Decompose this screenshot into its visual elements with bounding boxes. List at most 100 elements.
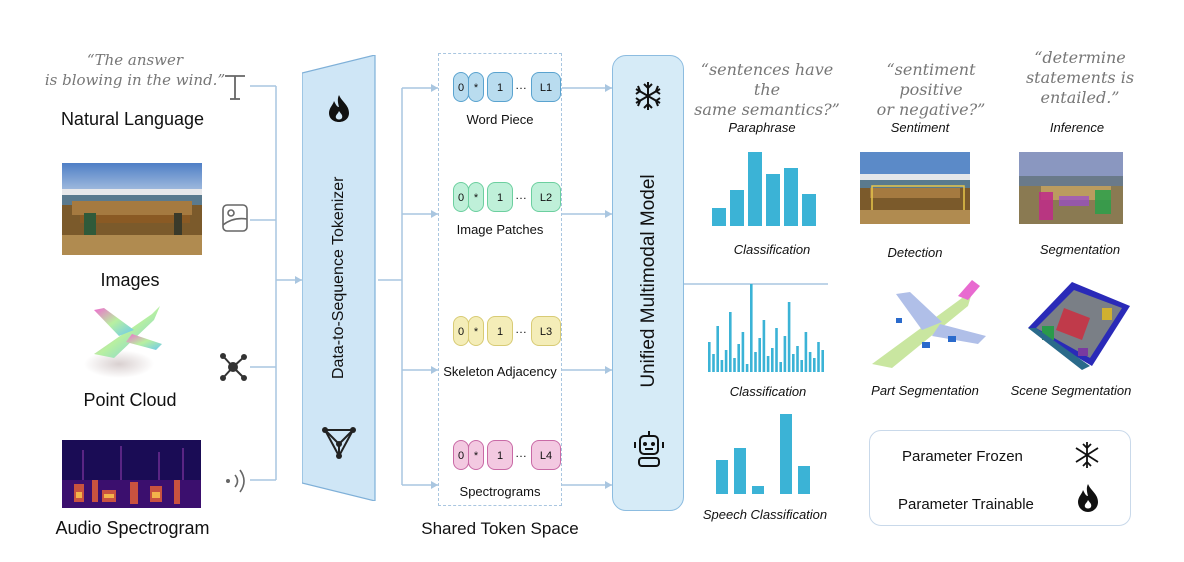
bar — [784, 168, 798, 226]
token-row-label: Word Piece — [466, 112, 534, 127]
bar — [745, 364, 749, 372]
bar — [813, 358, 816, 372]
bar — [724, 350, 728, 372]
inference-quote-line3: entailed.” — [1040, 88, 1120, 107]
bar — [802, 194, 816, 226]
token-last: L1 — [531, 72, 561, 102]
robot-icon — [633, 430, 665, 473]
sentiment-quote-line1: “sentiment positive — [886, 60, 976, 99]
paraphrase-quote-line1: “sentences have the — [700, 60, 834, 99]
bar — [780, 414, 792, 494]
flame-icon — [326, 93, 352, 128]
shared-token-space-title: Shared Token Space — [421, 519, 579, 538]
sentiment-label: Sentiment — [890, 120, 950, 135]
audio-wave-icon — [222, 467, 250, 500]
part-segmentation-label: Part Segmentation — [871, 383, 979, 398]
token-space-box — [438, 53, 562, 506]
bar — [771, 348, 774, 372]
token-first: 0 — [453, 182, 469, 212]
bar — [792, 354, 795, 372]
spectrogram-image — [62, 440, 201, 508]
point-cloud-label: Point Cloud — [83, 390, 177, 410]
paraphrase-bar-chart — [712, 152, 816, 226]
token-last: L2 — [531, 182, 561, 212]
snowflake-icon — [632, 80, 664, 117]
token-mid: 1 — [487, 72, 513, 102]
paraphrase-label: Paraphrase — [728, 120, 796, 135]
token-first: 0 — [453, 440, 469, 470]
speech-bar-chart — [716, 414, 810, 494]
token-row-label: Image Patches — [456, 222, 544, 237]
scene-segmentation-label: Scene Segmentation — [1010, 383, 1132, 398]
inference-label: Inference — [1049, 120, 1105, 135]
bar — [779, 362, 782, 372]
tokenizer-trapezoid — [302, 55, 376, 501]
token-star: * — [468, 440, 484, 470]
bar — [708, 342, 711, 372]
token-mid: 1 — [487, 182, 513, 212]
token-last: L3 — [531, 316, 561, 346]
language-quote: “The answer is blowing in the wind.” — [40, 50, 230, 90]
unified-model-box — [612, 55, 684, 511]
classification-label-1: Classification — [733, 242, 811, 257]
bar — [737, 344, 740, 372]
bar — [712, 208, 726, 226]
bar — [750, 284, 753, 372]
triangle-graph-icon — [321, 425, 357, 466]
token-mid: 1 — [487, 440, 513, 470]
bar — [783, 336, 787, 372]
bar — [766, 174, 780, 226]
point-cloud-bar-chart — [708, 284, 824, 372]
token-star: * — [468, 316, 484, 346]
bar — [758, 338, 761, 372]
image-icon — [221, 203, 249, 238]
paraphrase-quote-line2: same semantics?” — [694, 100, 840, 119]
airplane-point-cloud — [74, 296, 174, 382]
text-cursor-icon — [222, 72, 248, 107]
bar — [787, 302, 791, 372]
token-row-label: Spectrograms — [459, 484, 541, 499]
inference-quote: “determine statements is entailed.” — [1010, 48, 1150, 108]
bar — [720, 360, 724, 372]
legend-flame-icon — [1075, 482, 1101, 519]
token-ellipsis: … — [515, 188, 527, 202]
bar — [748, 152, 762, 226]
bar — [752, 486, 764, 494]
segmentation-label: Segmentation — [1039, 242, 1121, 257]
token-first: 0 — [453, 316, 469, 346]
images-label: Images — [100, 270, 160, 290]
tokenizer-label-wrap: Data-to-Sequence Tokenizer — [304, 177, 374, 380]
graph-icon — [218, 350, 248, 387]
inference-quote-line1: “determine — [1034, 48, 1126, 67]
token-ellipsis: … — [515, 322, 527, 336]
legend-trainable-label: Parameter Trainable — [898, 496, 1034, 513]
token-first: 0 — [453, 72, 469, 102]
segmentation-photo — [1019, 152, 1123, 224]
audio-spectrogram-label: Audio Spectrogram — [55, 518, 210, 538]
sentiment-quote-line2: or negative?” — [876, 100, 986, 119]
bar — [804, 332, 808, 372]
token-ellipsis: … — [515, 446, 527, 460]
tokenizer-label: Data-to-Sequence Tokenizer — [330, 176, 347, 380]
inference-quote-line2: statements is — [1025, 68, 1135, 87]
bar — [796, 346, 799, 372]
language-quote-line1: “The answer — [86, 51, 184, 69]
token-row-label: Skeleton Adjacency — [443, 364, 557, 379]
token-star: * — [468, 182, 484, 212]
bar — [754, 352, 757, 372]
bar — [762, 320, 766, 372]
natural-language-label: Natural Language — [60, 109, 205, 129]
bar — [729, 312, 732, 372]
bar — [821, 350, 824, 372]
token-last: L4 — [531, 440, 561, 470]
bar — [716, 460, 728, 494]
bar — [800, 360, 803, 372]
model-label-wrap: Unified Multimodal Model — [614, 174, 684, 387]
speech-classification-label: Speech Classification — [702, 507, 828, 522]
bar — [817, 342, 820, 372]
detection-label: Detection — [887, 245, 943, 260]
paraphrase-quote: “sentences have the same semantics?” — [692, 60, 842, 120]
classification-label-2: Classification — [729, 384, 807, 399]
bar — [741, 332, 745, 372]
